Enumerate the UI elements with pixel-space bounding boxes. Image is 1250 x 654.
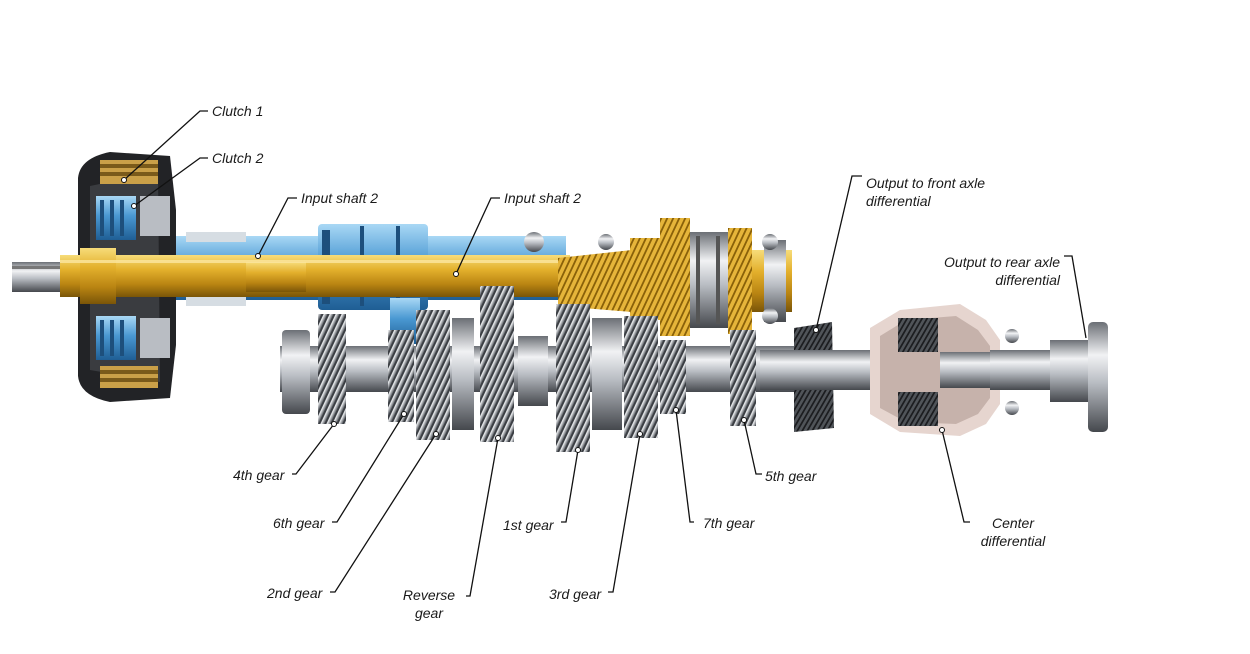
leader-output-rear	[1064, 255, 1087, 339]
label-output-rear-line1: Output to rear axle	[944, 254, 1060, 270]
label-gear-6th: 6th gear	[273, 515, 325, 531]
label-input-shaft-2-left: Input shaft 2	[301, 190, 379, 206]
label-reverse-line2: gear	[414, 605, 444, 621]
leader-gear-6th	[332, 413, 405, 523]
label-output-front-line2: differential	[866, 193, 931, 209]
leader-input-shaft-right	[455, 197, 500, 275]
label-reverse-gear: Reverse gear	[396, 586, 462, 622]
label-gear-3rd: 3rd gear	[549, 586, 602, 602]
clutch-2-pack	[96, 196, 170, 360]
label-center-line2: differential	[980, 533, 1046, 549]
leader-lines	[123, 110, 1087, 597]
label-output-rear-line2: differential	[995, 272, 1060, 288]
label-gear-2nd: 2nd gear	[267, 585, 323, 601]
gear-4th-body	[318, 314, 346, 424]
leader-gear-5th	[743, 419, 762, 475]
label-clutch-2: Clutch 2	[212, 150, 264, 166]
label-gear-5th: 5th gear	[765, 468, 817, 484]
leader-gear-7th	[675, 409, 694, 523]
gear-7th-body	[660, 340, 686, 414]
label-output-front-line1: Output to front axle	[866, 175, 986, 191]
label-reverse-line1: Reverse	[402, 587, 456, 603]
gear-6th-body	[388, 330, 414, 422]
gear-3rd-body	[624, 316, 658, 438]
gear-reverse-body	[480, 286, 514, 442]
label-output-rear: Output to rear axle differential	[926, 253, 1060, 289]
leader-reverse	[466, 437, 499, 597]
leader-dots	[121, 177, 945, 453]
label-center-differential: Center differential	[966, 514, 1060, 550]
label-clutch-1: Clutch 1	[212, 103, 264, 119]
main-shaft-gold-gears	[524, 218, 792, 336]
input-stub	[12, 262, 60, 292]
countershaft-gears	[318, 286, 756, 452]
leader-input-shaft-left	[257, 197, 297, 257]
leader-gear-1st	[561, 449, 579, 523]
label-gear-7th: 7th gear	[703, 515, 755, 531]
center-differential-housing	[760, 304, 1090, 436]
leader-gear-3rd	[608, 433, 641, 593]
leader-center-diff	[941, 429, 970, 523]
label-output-front: Output to front axle differential	[866, 174, 985, 210]
inner-input-shaft	[60, 248, 570, 304]
label-gear-1st: 1st gear	[503, 517, 554, 533]
label-gear-4th: 4th gear	[233, 467, 285, 483]
leader-gear-4th	[292, 423, 335, 475]
leader-output-front	[815, 175, 862, 331]
gear-5th-body	[730, 330, 756, 426]
leader-clutch-1	[123, 110, 208, 181]
gear-2nd-body	[416, 310, 450, 440]
rear-output-flange	[1050, 322, 1108, 432]
label-center-line1: Center	[991, 515, 1035, 531]
gear-1st-body	[556, 304, 590, 452]
label-input-shaft-2-right: Input shaft 2	[504, 190, 582, 206]
leader-gear-2nd	[330, 433, 437, 593]
leader-clutch-2	[133, 157, 208, 207]
